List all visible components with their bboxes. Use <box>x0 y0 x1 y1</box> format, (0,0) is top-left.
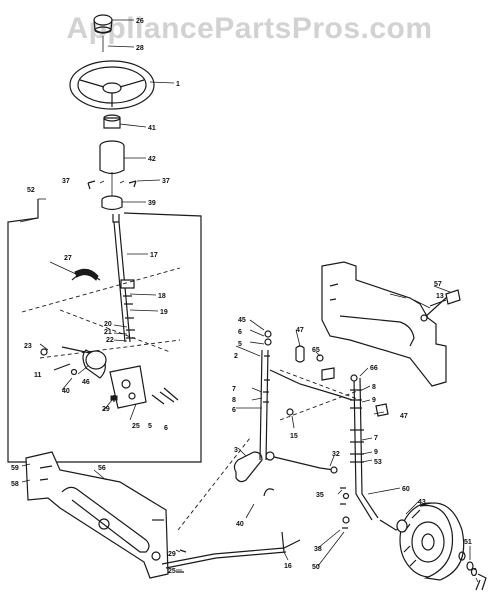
drag-link-assembly <box>161 437 338 569</box>
callout-16: 16 <box>284 563 292 570</box>
callout-25-lower: 25 <box>168 568 176 575</box>
callout-numbers: 26 28 1 41 42 37 37 39 52 17 27 18 19 20… <box>11 18 472 575</box>
callout-59: 59 <box>11 465 19 472</box>
steering-wheel-assembly <box>69 14 155 211</box>
leader-lines <box>19 19 479 583</box>
callout-65: 65 <box>312 347 320 354</box>
callout-17: 17 <box>150 252 158 259</box>
callout-23: 23 <box>24 343 32 350</box>
callout-38: 38 <box>314 546 322 553</box>
callout-29-inset: 29 <box>102 406 110 413</box>
callout-51: 51 <box>464 539 472 546</box>
callout-37-left: 37 <box>62 178 70 185</box>
callout-40-inset: 40 <box>62 388 70 395</box>
callout-7-right: 7 <box>374 435 378 442</box>
callout-26: 26 <box>136 18 144 25</box>
watermark-text: AppliancePartsPros.com <box>66 12 433 45</box>
callout-6-left-a: 6 <box>238 329 242 336</box>
callout-9-right-b: 9 <box>374 449 378 456</box>
callout-28: 28 <box>136 45 144 52</box>
callout-39: 39 <box>148 200 156 207</box>
axle-bracket-right <box>321 261 461 387</box>
callout-8-right: 8 <box>372 384 376 391</box>
callout-13: 13 <box>436 293 444 300</box>
steering-spindle-left <box>259 330 361 461</box>
callout-56: 56 <box>98 465 106 472</box>
callout-41: 41 <box>148 125 156 132</box>
left-frame-plate <box>25 451 169 579</box>
callout-19: 19 <box>160 309 168 316</box>
callout-5-inset: 5 <box>148 423 152 430</box>
callout-9-right-a: 9 <box>372 397 376 404</box>
callout-11: 11 <box>34 372 42 379</box>
callout-22: 22 <box>106 337 114 344</box>
misc-fasteners <box>176 488 350 573</box>
callout-25-inset: 25 <box>132 423 140 430</box>
callout-47-right: 47 <box>400 413 408 420</box>
callout-6-inset: 6 <box>164 425 168 432</box>
callout-20: 20 <box>104 321 112 328</box>
callout-53: 53 <box>374 459 382 466</box>
callout-21: 21 <box>104 329 112 336</box>
callout-18: 18 <box>158 293 166 300</box>
callout-43: 43 <box>418 499 426 506</box>
callout-8-left: 8 <box>232 397 236 404</box>
callout-6-left-b: 6 <box>232 407 236 414</box>
callout-66: 66 <box>370 365 378 372</box>
callout-7-left: 7 <box>232 386 236 393</box>
callout-27: 27 <box>64 255 72 262</box>
callout-57: 57 <box>434 281 442 288</box>
callout-50: 50 <box>312 564 320 571</box>
callout-29-lower: 29 <box>168 551 176 558</box>
callout-35: 35 <box>316 492 324 499</box>
callout-2: 2 <box>234 353 238 360</box>
front-wheel <box>396 502 487 591</box>
callout-52: 52 <box>27 187 35 194</box>
callout-1: 1 <box>176 81 180 88</box>
callout-15: 15 <box>290 433 298 440</box>
callout-58: 58 <box>11 481 19 488</box>
callout-37-right: 37 <box>162 178 170 185</box>
callout-3: 3 <box>234 447 238 454</box>
callout-45: 45 <box>238 317 246 324</box>
callout-5-left: 5 <box>238 341 242 348</box>
callout-40-lower: 40 <box>236 521 244 528</box>
callout-42: 42 <box>148 156 156 163</box>
callout-47-left: 47 <box>296 327 304 334</box>
callout-32: 32 <box>332 451 340 458</box>
callout-60: 60 <box>402 486 410 493</box>
callout-46: 46 <box>82 379 90 386</box>
